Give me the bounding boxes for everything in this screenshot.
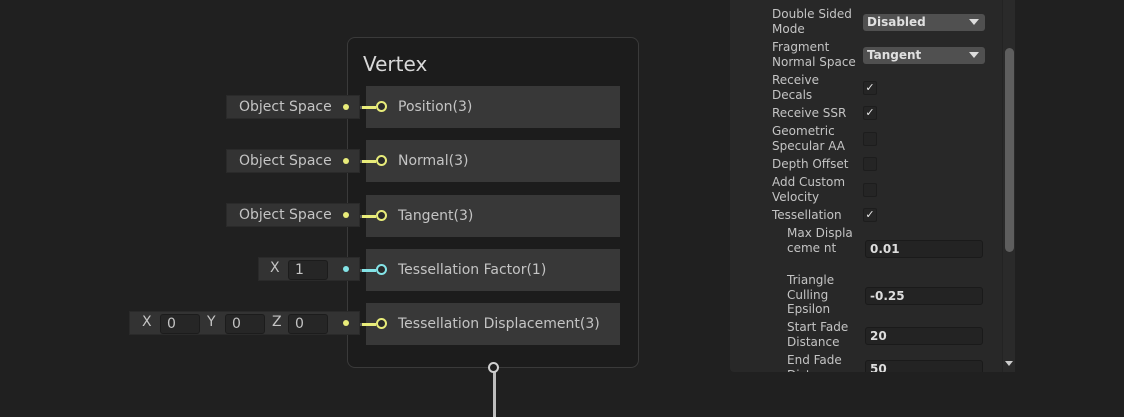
port-label: Tessellation Factor(1) (398, 262, 547, 278)
dropdown-value: Tangent (867, 48, 922, 62)
position-space-input[interactable]: Object Space (226, 95, 360, 119)
tessellation-label: Tessellation (772, 208, 842, 222)
receive-ssr-checkbox[interactable]: ✓ (863, 106, 877, 120)
custom-velocity-checkbox[interactable] (863, 183, 877, 197)
scrollbar[interactable] (1002, 0, 1015, 372)
start-fade-label: Start Fade Distance (787, 320, 849, 349)
y-label: Y (207, 314, 216, 330)
receive-decals-label: Receive Decals (772, 73, 819, 102)
connector-dot (343, 212, 349, 218)
geometric-aa-checkbox[interactable] (863, 132, 877, 146)
start-fade-field[interactable]: 20 (865, 327, 983, 345)
port-label: Normal(3) (398, 153, 469, 169)
port-row[interactable]: Normal(3) (366, 140, 620, 182)
y-field[interactable]: 0 (225, 314, 265, 334)
z-label: Z (272, 314, 282, 330)
depth-offset-checkbox[interactable] (863, 157, 877, 171)
end-fade-field[interactable]: 50 (865, 360, 983, 372)
connector-dot (343, 158, 349, 164)
output-wire (493, 368, 496, 417)
tangent-space-input[interactable]: Object Space (226, 203, 360, 227)
geometric-aa-label: Geometric Specular AA (772, 124, 846, 153)
dropdown-arrow-icon (969, 52, 979, 58)
scroll-down-arrow-icon[interactable] (1005, 361, 1013, 366)
max-displacement-field[interactable]: 0.01 (865, 240, 983, 258)
port-label: Tangent(3) (398, 208, 474, 224)
port-connector[interactable] (376, 155, 387, 166)
dropdown-arrow-icon (969, 19, 979, 25)
x-label: X (270, 260, 280, 276)
custom-velocity-label: Add Custom Velocity (772, 175, 846, 204)
fragment-normal-dropdown[interactable]: Tangent (863, 47, 985, 64)
connector-dot (343, 320, 349, 326)
receive-ssr-label: Receive SSR (772, 106, 847, 120)
end-fade-label: End Fade Distance (787, 353, 842, 372)
input-label: Object Space (239, 153, 332, 169)
connection-wire (354, 215, 376, 218)
tess-displacement-input: X 0 Y 0 Z 0 (129, 311, 360, 335)
output-port[interactable] (488, 362, 499, 373)
input-label: Object Space (239, 207, 332, 223)
dropdown-value: Disabled (867, 15, 926, 29)
depth-offset-label: Depth Offset (772, 157, 849, 171)
connection-wire (354, 160, 376, 163)
tessellation-checkbox[interactable]: ✓ (863, 208, 877, 222)
connection-wire (354, 269, 376, 272)
triangle-culling-label: Triangle Culling Epsilon (787, 273, 835, 316)
x-field[interactable]: 0 (160, 314, 200, 334)
x-label: X (142, 314, 152, 330)
port-connector[interactable] (376, 101, 387, 112)
tess-factor-input: X 1 (258, 257, 360, 281)
port-row[interactable]: Position(3) (366, 86, 620, 128)
port-connector[interactable] (376, 264, 387, 275)
inspector-panel: Double Sided Mode Disabled Fragment Norm… (730, 0, 1015, 372)
input-label: Object Space (239, 99, 332, 115)
scrollbar-thumb[interactable] (1005, 48, 1014, 252)
connection-wire (354, 106, 376, 109)
max-displacement-label: Max Displaceme nt (787, 226, 853, 255)
port-label: Position(3) (398, 99, 473, 115)
port-connector[interactable] (376, 210, 387, 221)
fragment-normal-label: Fragment Normal Space (772, 40, 856, 69)
z-field[interactable]: 0 (288, 314, 328, 334)
receive-decals-checkbox[interactable]: ✓ (863, 81, 877, 95)
connector-dot (343, 266, 349, 272)
node-title: Vertex (363, 52, 428, 76)
end-fade-row: End Fade Distance 50 (730, 350, 1002, 372)
triangle-culling-field[interactable]: -0.25 (865, 287, 983, 305)
connector-dot (343, 104, 349, 110)
x-field[interactable]: 1 (288, 260, 328, 280)
normal-space-input[interactable]: Object Space (226, 149, 360, 173)
port-row[interactable]: Tessellation Displacement(3) (366, 303, 620, 345)
port-row[interactable]: Tangent(3) (366, 195, 620, 237)
port-row[interactable]: Tessellation Factor(1) (366, 249, 620, 291)
port-label: Tessellation Displacement(3) (398, 316, 600, 332)
double-sided-dropdown[interactable]: Disabled (863, 14, 985, 31)
connection-wire (354, 323, 376, 326)
port-connector[interactable] (376, 318, 387, 329)
double-sided-label: Double Sided Mode (772, 7, 852, 36)
